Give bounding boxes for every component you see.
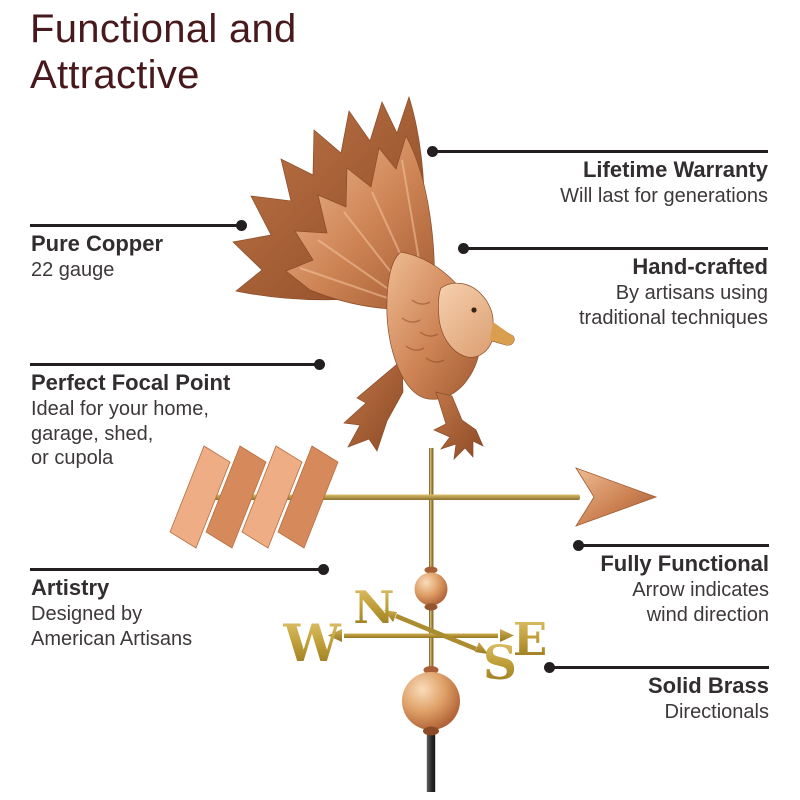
callout-artistry: Artistry Designed by American Artisans bbox=[31, 575, 192, 651]
callout-heading: Fully Functional bbox=[600, 551, 769, 576]
callout-heading: Hand-crafted bbox=[632, 254, 768, 279]
directional-cross bbox=[328, 610, 514, 654]
leader-line bbox=[30, 568, 323, 571]
feather-scallop bbox=[401, 317, 421, 323]
south-bar-tip bbox=[475, 642, 488, 654]
small-sphere-bottom-collar bbox=[424, 603, 438, 611]
callout-body-line: wind direction bbox=[646, 603, 769, 626]
callout-body-line: 22 gauge bbox=[31, 258, 115, 281]
letter-north: N bbox=[353, 581, 394, 634]
eagle-beak bbox=[490, 322, 515, 346]
north-bar-tip bbox=[384, 610, 397, 622]
callout-body-line: Will last for generations bbox=[560, 184, 768, 207]
callout-heading: Solid Brass bbox=[647, 673, 769, 698]
leader-line bbox=[578, 544, 769, 547]
page-title-line2: Attractive bbox=[30, 53, 200, 97]
leader-line bbox=[433, 150, 768, 153]
callout-heading: Perfect Focal Point bbox=[31, 370, 231, 395]
callout-body-line: or cupola bbox=[31, 447, 114, 470]
west-bar-tip bbox=[328, 629, 342, 642]
callout-body-line: Designed by bbox=[31, 602, 143, 625]
callout-pure-copper: Pure Copper 22 gauge bbox=[31, 231, 163, 283]
callout-heading: Pure Copper bbox=[31, 231, 164, 256]
callout-fully-functional: Fully Functional Arrow indicates wind di… bbox=[600, 551, 769, 627]
letter-east: E bbox=[513, 613, 547, 666]
fletching-feather bbox=[241, 445, 303, 549]
callout-body-line: Arrow indicates bbox=[632, 578, 769, 601]
callout-body-line: Ideal for your home, bbox=[31, 397, 209, 420]
large-ball bbox=[402, 666, 460, 736]
callout-body-line: American Artisans bbox=[31, 627, 193, 650]
small-sphere-ball bbox=[414, 572, 448, 606]
callout-lifetime-warranty: Lifetime Warranty Will last for generati… bbox=[560, 157, 768, 209]
small-sphere bbox=[414, 566, 448, 611]
large-ball-top-collar bbox=[423, 666, 439, 674]
callout-hand-crafted: Hand-crafted By artisans using tradition… bbox=[579, 254, 768, 330]
east-bar-tip bbox=[500, 629, 514, 642]
callout-perfect-focal-point: Perfect Focal Point Ideal for your home,… bbox=[31, 370, 230, 471]
feather-scallop bbox=[425, 357, 445, 363]
east-west-bar bbox=[344, 633, 498, 638]
arrow-head bbox=[575, 467, 658, 527]
callout-body-line: traditional techniques bbox=[578, 306, 768, 329]
eagle-figure bbox=[232, 95, 515, 460]
callout-body-line: garage, shed, bbox=[31, 422, 154, 445]
feather-scallop bbox=[405, 345, 425, 351]
callout-heading: Lifetime Warranty bbox=[582, 157, 768, 182]
small-sphere-top-collar bbox=[424, 566, 438, 574]
directional-letters: N W E S bbox=[282, 581, 547, 691]
leader-line bbox=[549, 666, 769, 669]
leader-line bbox=[463, 247, 768, 250]
callout-heading: Artistry bbox=[31, 575, 110, 600]
wing-highlight-ray bbox=[299, 267, 397, 302]
leader-dot bbox=[573, 540, 584, 551]
leader-line bbox=[30, 363, 319, 366]
leader-dot bbox=[314, 359, 325, 370]
leader-dot bbox=[458, 243, 469, 254]
eagle-tail bbox=[343, 359, 404, 452]
letter-south: S bbox=[483, 636, 517, 691]
feather-scallop bbox=[411, 299, 431, 305]
eagle-talons bbox=[433, 391, 484, 460]
fletching-feather bbox=[205, 445, 267, 549]
large-ball-bottom-collar bbox=[423, 726, 439, 736]
arrow-fletching bbox=[169, 445, 339, 549]
leader-dot bbox=[236, 220, 247, 231]
north-south-bar bbox=[395, 613, 477, 652]
callout-solid-brass: Solid Brass Directionals bbox=[648, 673, 769, 725]
leader-dot bbox=[427, 146, 438, 157]
fletching-feather bbox=[277, 445, 339, 549]
arrow bbox=[169, 445, 658, 549]
large-ball-sphere bbox=[402, 672, 460, 730]
letter-west: W bbox=[282, 614, 341, 674]
callout-body-line: Directionals bbox=[664, 700, 769, 723]
page-title-line1: Functional and bbox=[30, 7, 297, 51]
callout-body-line: By artisans using bbox=[615, 281, 768, 304]
eagle-eye bbox=[471, 307, 477, 313]
leader-line bbox=[30, 224, 241, 227]
mount-rod bbox=[426, 730, 436, 792]
feather-scallop bbox=[419, 331, 439, 337]
leader-dot bbox=[318, 564, 329, 575]
leader-dot bbox=[544, 662, 555, 673]
fletching-feather bbox=[169, 445, 231, 549]
body-feather-texture bbox=[401, 299, 445, 363]
